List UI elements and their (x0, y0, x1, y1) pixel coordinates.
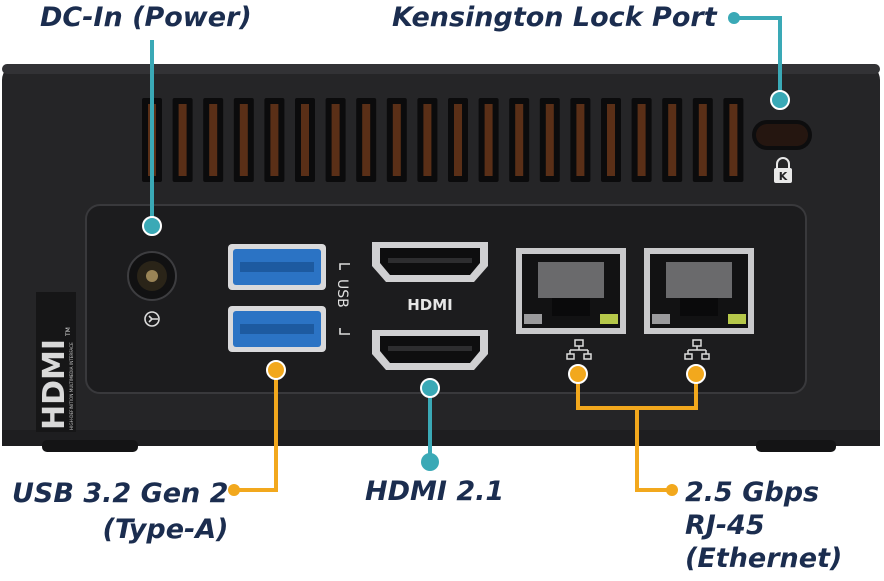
heatsink-fin (698, 104, 707, 176)
ethernet-port-right (644, 248, 754, 334)
heatsink-fin (545, 104, 554, 176)
heatsink-fin (362, 104, 371, 176)
usb-label-line1: USB 3.2 Gen 2 (12, 478, 229, 509)
usb-port-top (228, 244, 326, 290)
heatsink-fin (576, 104, 585, 176)
ethernet-label-line2: RJ-45 (685, 510, 765, 541)
hdmi-port-top (372, 242, 488, 282)
hdmi-vertical-logo: HDMI TM HIGH-DEFINITION MULTIMEDIA INTER… (36, 292, 76, 432)
callout-ethernet (568, 364, 706, 496)
usb-port-label-text: USB (334, 279, 350, 308)
heatsink-fin (331, 104, 340, 176)
heatsink-fin (515, 104, 524, 176)
heatsink-fin (301, 104, 309, 176)
dc-in-label: DC-In (Power) (40, 2, 252, 33)
hdmi-port-bottom (372, 330, 488, 370)
ethernet-port-left (516, 248, 626, 334)
usb-label-line2: (Type-A) (102, 514, 229, 545)
lock-icon: K (774, 157, 792, 183)
usb-label: USB 3.2 Gen 2 (Type-A) (12, 476, 228, 548)
ethernet-label-line3: (Ethernet) (685, 543, 843, 574)
lock-icon-letter: K (779, 170, 788, 183)
heatsink-fin (454, 104, 462, 176)
power-plug-icon (144, 311, 160, 327)
ethernet-label: 2.5 Gbps RJ-45 (Ethernet) (685, 476, 842, 575)
dc-in-jack (127, 251, 177, 301)
kensington-lock-label: Kensington Lock Port (392, 2, 717, 33)
network-icon-left (566, 339, 592, 360)
hdmi-logo-text: HDMI (37, 339, 72, 430)
hdmi-label: HDMI 2.1 (365, 476, 505, 507)
callout-hdmi (420, 378, 440, 471)
heatsink-fin (607, 104, 615, 176)
heatsink-fin (392, 104, 401, 176)
heatsink-fin (270, 104, 279, 176)
heatsink-fin (239, 104, 248, 176)
heatsink-fin (668, 104, 677, 176)
right-foot (756, 440, 836, 452)
callout-usb (228, 360, 286, 496)
network-icon-right (684, 339, 710, 360)
hdmi-logo-tagline: HIGH-DEFINITION MULTIMEDIA INTERFACE (69, 342, 74, 430)
heatsink-fin (484, 104, 493, 176)
heatsink-fin (178, 104, 187, 176)
ethernet-label-line1: 2.5 Gbps (685, 477, 820, 508)
usb-port-label: USB (334, 263, 350, 335)
kensington-lock-slot (752, 120, 812, 150)
left-foot (42, 440, 138, 452)
heatsink-fin (729, 104, 738, 176)
heatsink-fin (209, 104, 218, 176)
usb-port-bottom (228, 306, 326, 352)
callout-dc-in (142, 40, 162, 236)
heatsink-fin (637, 104, 646, 176)
heatsink-fin (423, 104, 432, 176)
hdmi-logo-tm: TM (65, 327, 72, 337)
callout-kensington (728, 12, 790, 110)
hdmi-port-label: HDMI (407, 296, 453, 314)
